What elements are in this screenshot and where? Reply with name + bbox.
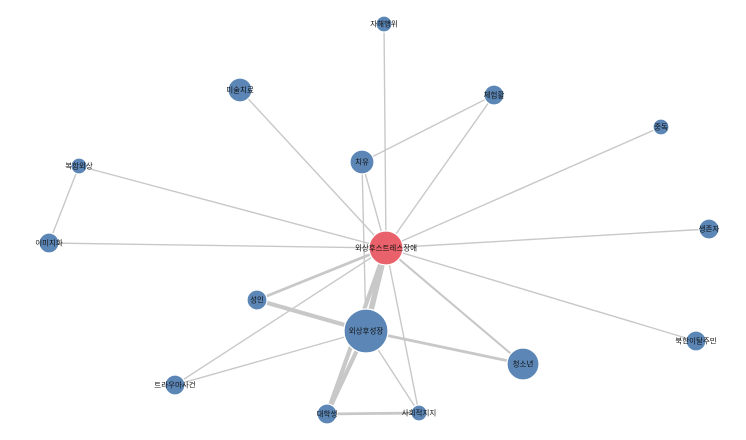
node-univ[interactable]	[316, 403, 338, 425]
node-image[interactable]	[38, 232, 60, 254]
node-adult[interactable]	[246, 289, 268, 311]
edge-ptg-youth	[364, 329, 525, 366]
node-socialsup[interactable]	[410, 404, 428, 422]
edges-layer	[48, 23, 710, 417]
edge-ptsd-adult	[255, 246, 388, 302]
edge-ptg-healing	[361, 161, 367, 332]
node-healing[interactable]	[349, 149, 375, 175]
node-ptsd[interactable]	[368, 230, 404, 266]
edge-ptsd-defector	[385, 247, 697, 342]
edge-complex-image	[48, 165, 80, 244]
edge-ptsd-selfharm	[383, 23, 387, 249]
node-ptg[interactable]	[343, 308, 389, 354]
edge-ptsd-image	[48, 242, 387, 249]
edge-ptsd-experience	[385, 94, 495, 249]
node-arttherapy[interactable]	[227, 77, 253, 103]
edge-ptsd-survivor	[385, 228, 710, 249]
nodes-layer	[38, 15, 720, 425]
edge-ptsd-socialsup	[385, 247, 420, 414]
edge-ptsd-trauma	[174, 247, 387, 386]
node-survivor[interactable]	[698, 218, 720, 240]
node-defector[interactable]	[685, 330, 707, 352]
node-complex[interactable]	[70, 157, 88, 175]
node-trauma[interactable]	[164, 374, 186, 396]
edge-healing-experience	[361, 94, 495, 163]
edge-univ-socialsup	[325, 411, 421, 416]
edge-ptsd-youth	[384, 246, 525, 366]
edge-ptsd-arttherapy	[239, 89, 387, 249]
edge-ptsd-complex	[78, 165, 387, 249]
node-addiction[interactable]	[652, 118, 670, 136]
edge-ptsd-addiction	[385, 126, 662, 249]
edge-ptg-trauma	[174, 330, 367, 386]
node-experience[interactable]	[483, 84, 505, 106]
node-youth[interactable]	[506, 347, 540, 381]
node-selfharm[interactable]	[375, 15, 393, 33]
